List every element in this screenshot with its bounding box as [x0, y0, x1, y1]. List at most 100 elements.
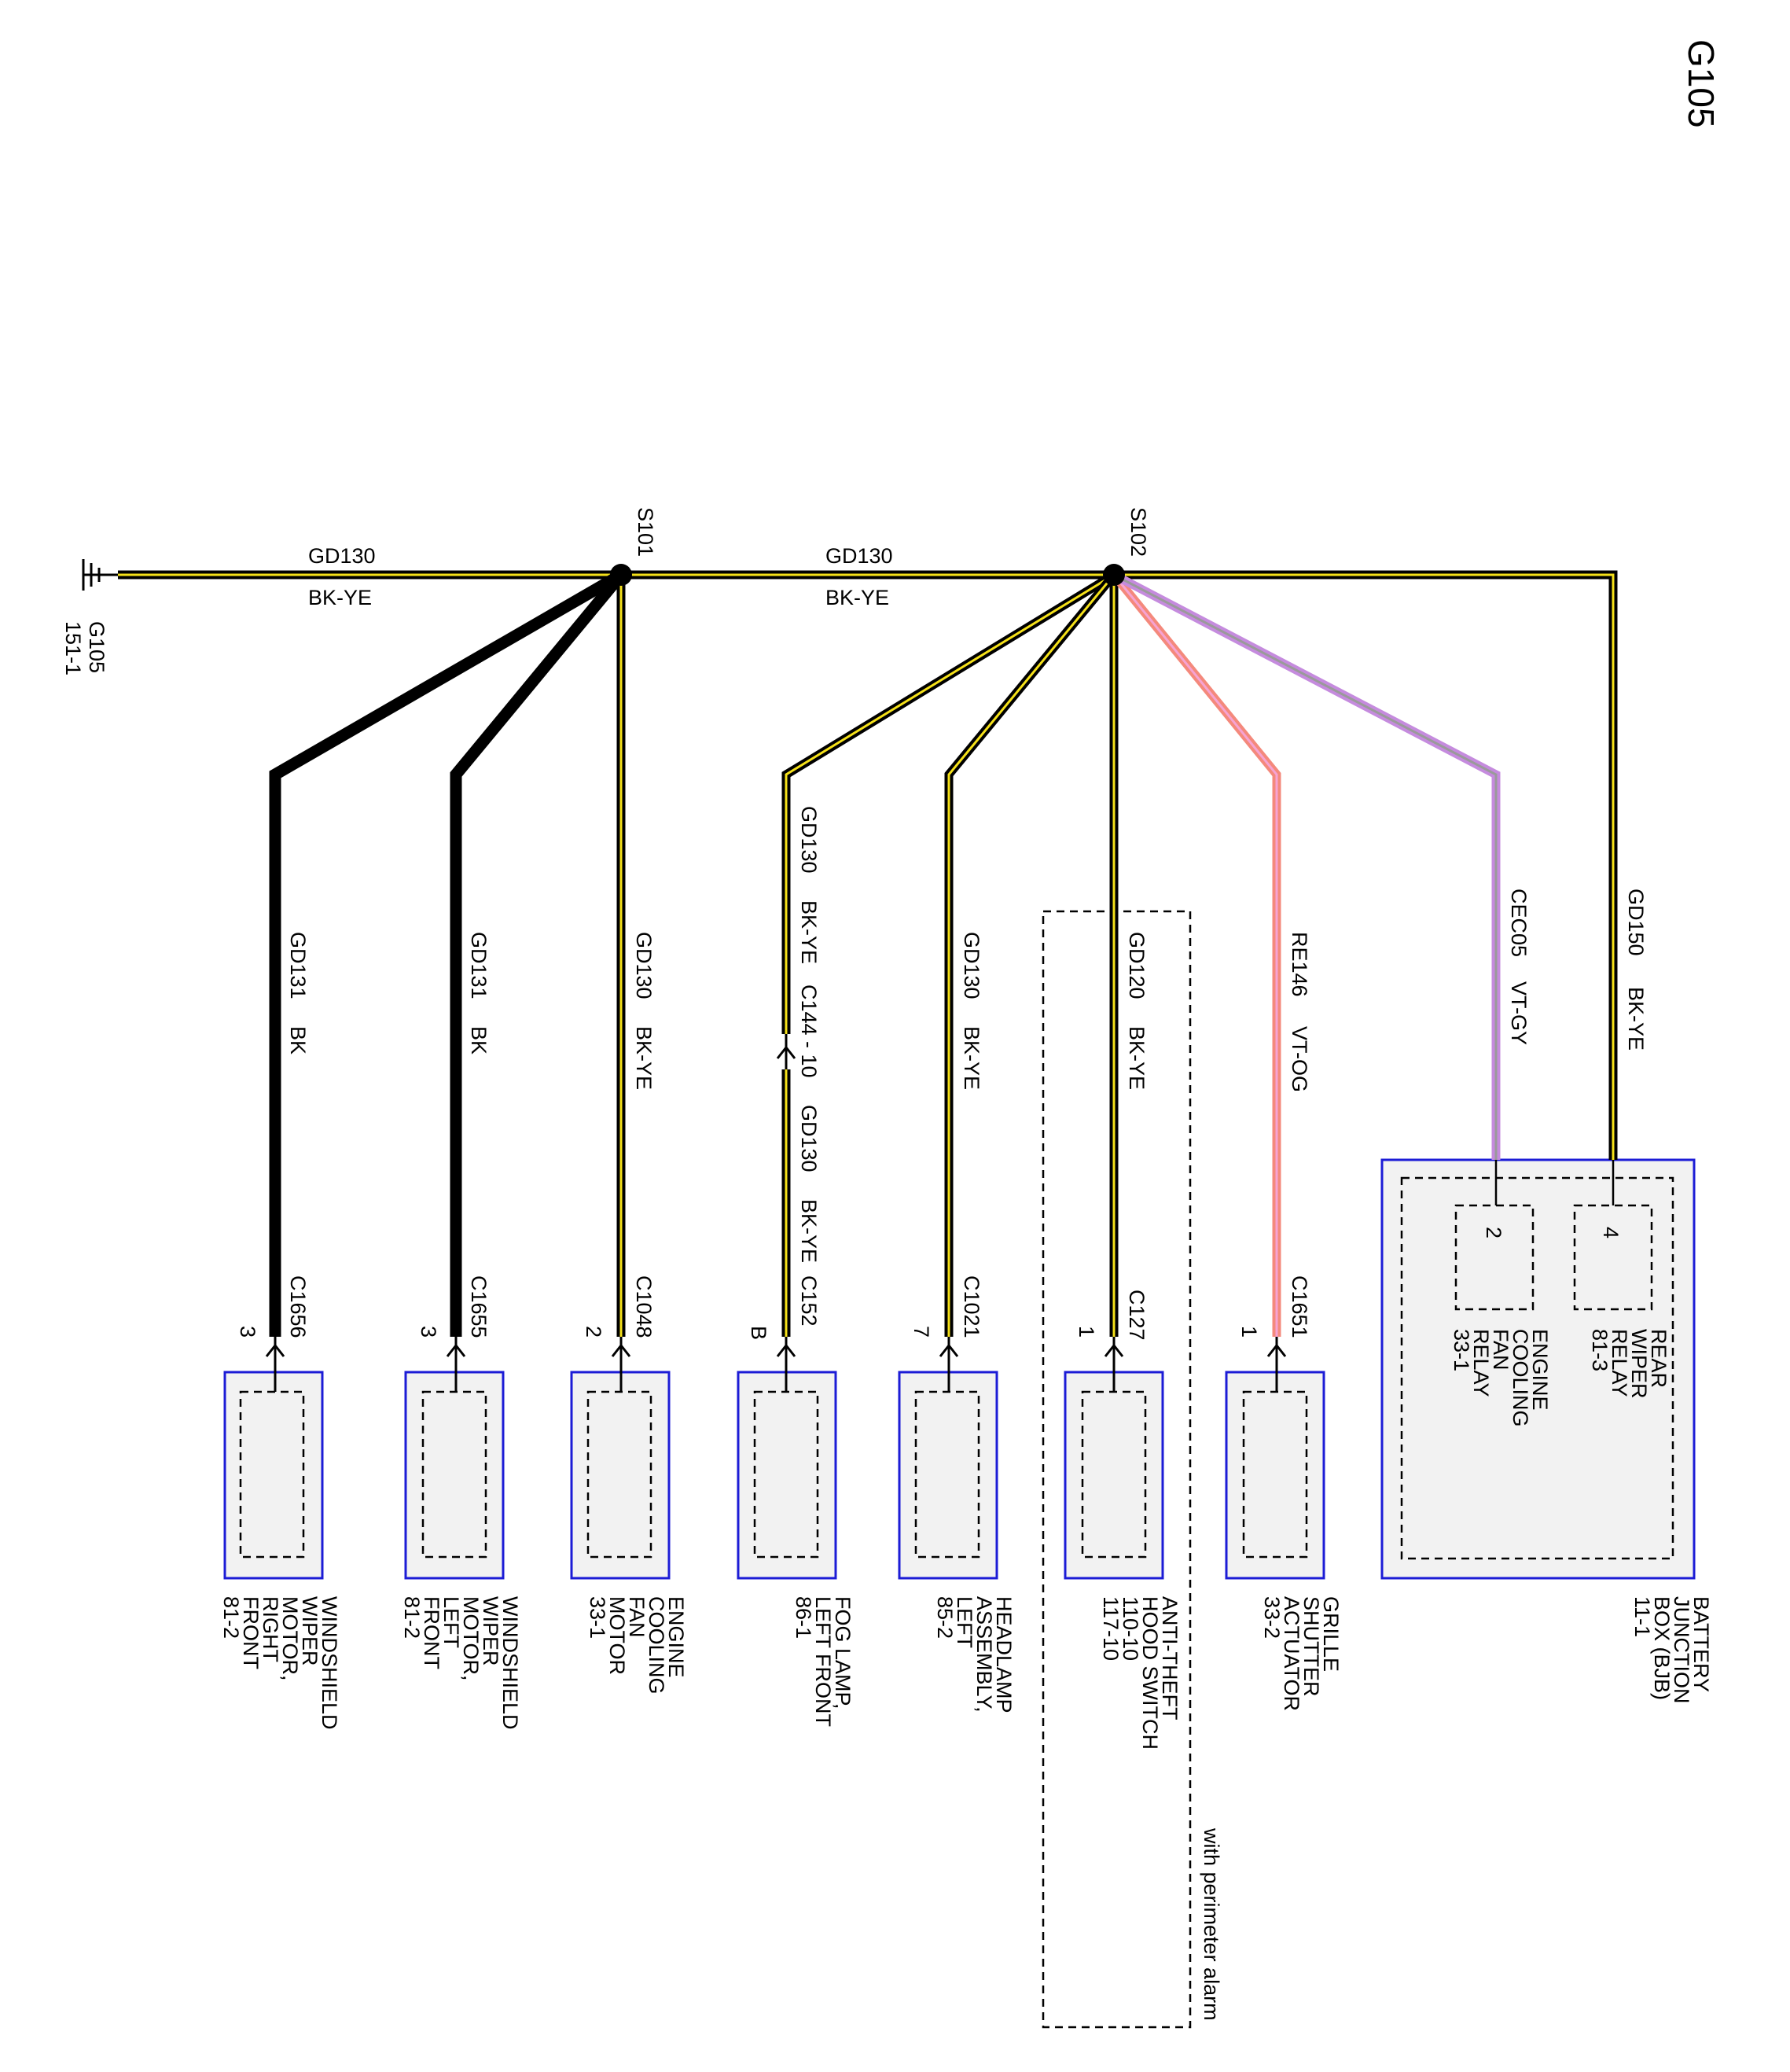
fog-circuit-lower: GD130	[797, 1105, 821, 1172]
fan-connector: C1048	[632, 1275, 656, 1338]
component-name-line: 81-2	[400, 1596, 424, 1639]
connector-symbol-c144	[776, 1034, 796, 1069]
headlamp-circuit: GD130	[960, 932, 983, 999]
fan-pin: 2	[582, 1326, 605, 1338]
component-names: WINDSHIELDWIPERMOTOR,RIGHTFRONT81-2 WIND…	[219, 1329, 1713, 1750]
component-name-line: GRILLE	[1319, 1596, 1343, 1672]
component-fan-motor	[570, 1371, 671, 1580]
wiper-lf-pin: 3	[417, 1326, 440, 1338]
component-name-line: RELAY	[1469, 1329, 1493, 1397]
wire-gd131-lf	[450, 571, 626, 1337]
splice-s101-label: S101	[634, 507, 657, 557]
name-fog-lamp: FOG LAMP,LEFT FRONT86-1	[792, 1596, 855, 1727]
name-headlamp: HEADLAMPASSEMBLY,LEFT85-2	[933, 1596, 1016, 1713]
fog-circuit-upper: GD130	[797, 806, 821, 874]
wiper-lf-circuit: GD131	[467, 932, 491, 999]
name-rear-wiper-relay: REARWIPERRELAY81-3	[1588, 1329, 1671, 1399]
component-name-line: COOLING	[645, 1596, 668, 1695]
trunk-circuit-1: GD130	[308, 544, 376, 568]
splice-s102-dot	[1103, 564, 1125, 586]
wiper-lf-connector: C1655	[467, 1275, 491, 1338]
component-name-line: ANTI-THEFT	[1158, 1596, 1182, 1720]
component-name-line: FOG LAMP,	[831, 1596, 855, 1709]
fog-inline-connector: C144 - 10	[797, 984, 821, 1078]
connector-symbol-c1656	[265, 1337, 285, 1392]
wire-gd150	[1114, 570, 1618, 1160]
connector-symbol-c152	[776, 1337, 796, 1392]
trunk-color-2: BK-YE	[825, 586, 889, 609]
fog-pin: B	[747, 1326, 770, 1340]
component-name-line: WINDSHIELD	[498, 1596, 522, 1730]
hood-connector: C127	[1125, 1290, 1149, 1341]
component-name-line: HOOD SWITCH	[1138, 1596, 1162, 1750]
ground-icon	[82, 559, 118, 591]
wiper-lf-color: BK	[467, 1026, 491, 1054]
trunk-color-1: BK-YE	[308, 586, 372, 609]
trunk-circuit-2: GD130	[825, 544, 893, 568]
connector-symbol-c1651	[1266, 1337, 1287, 1392]
page-title: G105	[1681, 39, 1722, 128]
grille-circuit: RE146	[1288, 932, 1311, 997]
component-name-line: COOLING	[1509, 1329, 1532, 1427]
hood-color: BK-YE	[1125, 1026, 1149, 1090]
splice-s101-dot	[610, 564, 632, 586]
connector-symbols	[265, 1034, 1287, 1392]
name-bjb: BATTERYJUNCTIONBOX (BJB)11-1	[1630, 1596, 1713, 1704]
component-boxes	[223, 1158, 1696, 1580]
option-label: with perimeter alarm	[1200, 1827, 1223, 2021]
component-name-line: SHUTTER	[1299, 1596, 1323, 1697]
component-name-line: RIGHT	[259, 1596, 282, 1662]
component-name-line: 85-2	[933, 1596, 957, 1639]
fan-color: BK-YE	[632, 1026, 656, 1090]
component-name-line: FAN	[1489, 1329, 1512, 1371]
component-battery-junction-box	[1380, 1158, 1696, 1580]
component-name-line: MOTOR,	[459, 1596, 483, 1681]
fog-color-lower: BK-YE	[797, 1199, 821, 1263]
component-name-line: ASSEMBLY,	[972, 1596, 996, 1713]
wiper-rf-connector: C1656	[286, 1275, 310, 1338]
component-name-line: 33-2	[1260, 1596, 1284, 1639]
component-name-line: WIPER	[1627, 1329, 1651, 1399]
headlamp-connector: C1021	[960, 1275, 983, 1338]
fog-connector: C152	[797, 1275, 821, 1327]
component-name-line: ENGINE	[664, 1596, 688, 1678]
component-name-line: RELAY	[1608, 1329, 1631, 1397]
name-fan-relay: ENGINECOOLINGFANRELAY33-1	[1450, 1329, 1552, 1427]
connector-symbol-c1048	[611, 1337, 631, 1392]
component-name-line: FAN	[625, 1596, 649, 1638]
wiper-rf-color: BK	[286, 1026, 310, 1054]
component-name-line: WIPER	[479, 1596, 502, 1666]
grille-color: VT-OG	[1288, 1026, 1311, 1092]
connector-symbol-c127	[1104, 1337, 1124, 1392]
grille-connector: C1651	[1288, 1275, 1311, 1338]
component-fog-lamp	[737, 1371, 837, 1580]
labels: G105 151-1 GD130 BK-YE GD130 BK-YE S101 …	[61, 507, 1648, 2021]
gd150-circuit: GD150	[1624, 889, 1648, 956]
component-name-line: FRONT	[239, 1596, 263, 1669]
grille-pin: 1	[1237, 1326, 1261, 1338]
wires	[118, 569, 1618, 1337]
component-name-line: 33-1	[586, 1596, 609, 1639]
component-name-line: MOTOR	[605, 1596, 629, 1675]
component-name-line: 110-10	[1119, 1596, 1142, 1661]
component-name-line: JUNCTION	[1670, 1596, 1693, 1704]
component-hood-switch	[1064, 1371, 1164, 1580]
splice-s102-label: S102	[1127, 507, 1150, 557]
component-name-line: ENGINE	[1528, 1329, 1552, 1411]
component-wiper-lf	[404, 1371, 505, 1580]
connector-symbol-c1021	[939, 1337, 959, 1392]
component-name-line: FRONT	[420, 1596, 443, 1669]
wiper-rf-pin: 3	[236, 1326, 259, 1338]
component-name-line: LEFT FRONT	[811, 1596, 835, 1727]
ground-label: G105	[85, 621, 108, 673]
name-hood-switch: ANTI-THEFTHOOD SWITCH110-10117-10	[1099, 1596, 1182, 1750]
component-name-line: BOX (BJB)	[1650, 1596, 1674, 1700]
ground-ref: 151-1	[61, 621, 85, 675]
wire-gd130-headlamp	[944, 572, 1118, 1337]
cec05-circuit: CEC05	[1507, 889, 1531, 957]
component-name-line: 86-1	[792, 1596, 815, 1639]
connector-symbol-c1655	[446, 1337, 466, 1392]
wire-gd131-rf	[269, 569, 624, 1337]
component-name-line: 33-1	[1450, 1329, 1473, 1371]
